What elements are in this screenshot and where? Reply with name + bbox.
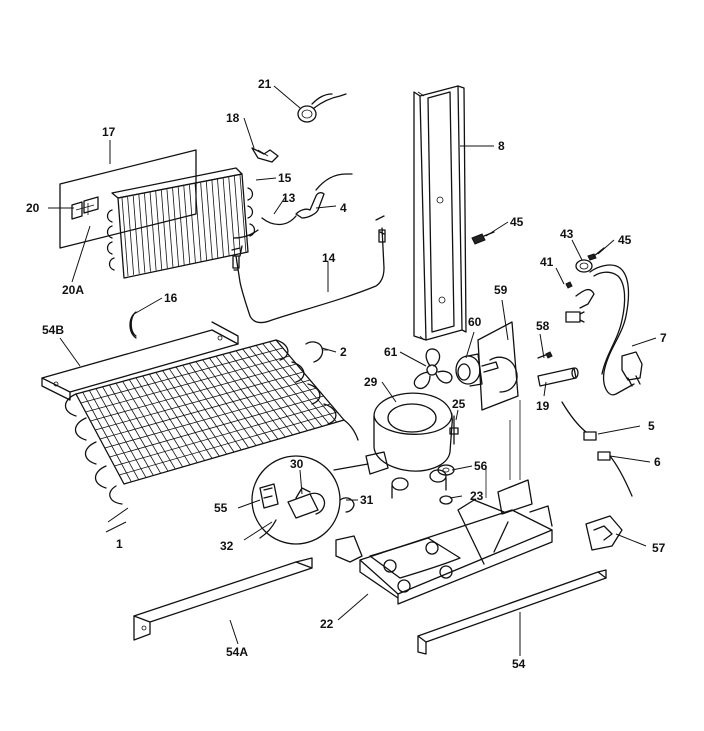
callout-43: 43 [560,227,574,241]
callout-61: 61 [384,345,398,359]
callout-7: 7 [660,331,667,345]
overload-relay [287,487,326,519]
callout-60: 60 [468,315,482,329]
drier-filter [233,173,353,239]
leader-lines [48,85,657,656]
fan-blade [413,348,453,390]
callout-56: 56 [474,459,488,473]
rail-54A [133,557,313,641]
callout-45-right: 45 [618,233,632,247]
callout-8: 8 [498,139,505,153]
callout-54B: 54B [42,323,64,337]
power-cord [565,264,643,396]
callout-16: 16 [164,291,178,305]
callout-23: 23 [470,489,484,503]
callout-29: 29 [364,375,378,389]
wire-connector-5 [561,401,597,441]
callout-13: 13 [282,191,296,205]
condenser-coil [106,167,256,279]
evaporator-coil [64,339,359,505]
callout-30: 30 [290,457,304,471]
callout-6: 6 [654,455,661,469]
callout-57: 57 [652,541,666,555]
callout-25: 25 [452,397,466,411]
callout-54: 54 [512,657,526,671]
compressor-washer [439,495,453,505]
callout-1: 1 [116,537,123,551]
callout-55: 55 [214,501,228,515]
relay-cover-wire [259,519,277,539]
cord-bracket [585,515,623,551]
condenser-clip [71,196,99,220]
callout-17: 17 [102,125,116,139]
callout-59: 59 [494,283,508,297]
callout-20: 20 [26,201,40,215]
callout-20A: 20A [62,283,84,297]
tube-19 [537,367,579,387]
tube-clamp [129,311,137,339]
overload-protector [575,259,593,273]
fan-screw [537,351,553,359]
callout-41: 41 [540,255,554,269]
callout-14: 14 [322,251,336,265]
defrost-timer-coil [297,93,347,123]
callout-2: 2 [340,345,347,359]
callout-18: 18 [226,111,240,125]
evaporator-clip [305,341,328,363]
callout-45-left: 45 [510,215,524,229]
callout-22: 22 [320,617,334,631]
screw-45-left [471,231,495,245]
callout-32: 32 [220,539,234,553]
drier-clip [251,147,279,163]
rail-54 [417,569,607,655]
fan-motor [455,353,499,387]
callout-15: 15 [278,171,292,185]
vertical-channel-bracket [413,85,467,341]
compressor-stud [449,415,459,445]
condenser-mounting-panel [59,149,197,249]
relay-screw [565,281,573,289]
callout-4: 4 [340,201,347,215]
compressor [365,392,453,499]
callout-58: 58 [536,319,550,333]
callout-31: 31 [360,493,374,507]
capillary-tube [231,215,386,324]
condenser-rail-upper [41,321,239,401]
screw-45-right [587,247,605,261]
relay-body [259,483,279,509]
callout-21: 21 [258,77,272,91]
fan-motor-bracket [477,321,519,411]
callout-5: 5 [648,419,655,433]
compressor-base-pan [335,400,553,605]
callout-19: 19 [536,399,550,413]
relay-clip [339,497,355,513]
callout-54A: 54A [226,645,248,659]
callout-labels: 21 17 18 15 13 4 20 20A 14 16 54B 2 8 45… [26,77,667,671]
